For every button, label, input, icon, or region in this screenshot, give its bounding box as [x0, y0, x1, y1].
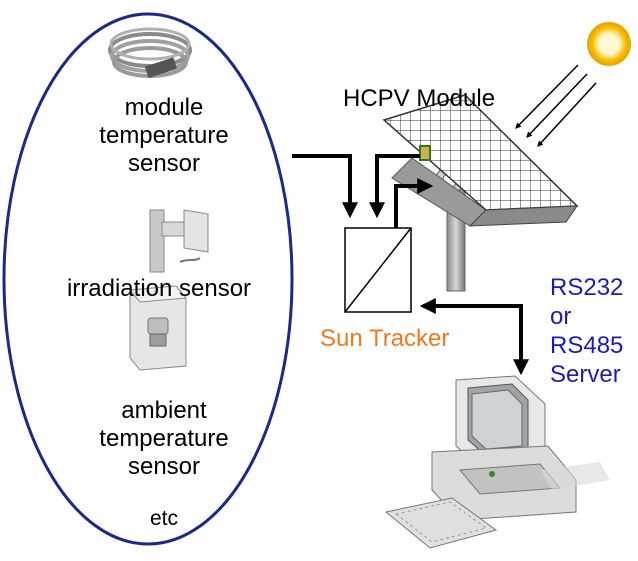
comm-line-server: Server: [550, 361, 621, 388]
etc-label: etc: [149, 507, 179, 530]
sun-icon: [587, 22, 631, 66]
module-temperature-line-1: module: [124, 94, 204, 121]
module-temperature-line-2: temperature: [99, 122, 229, 149]
ambient-temperature-line-3: sensor: [127, 453, 201, 480]
sun-rays: [515, 64, 597, 147]
hcpv-module-label: HCPV Module: [343, 85, 496, 112]
sensors-ellipse: [2, 12, 294, 546]
comm-label: RS232 or RS485 Server: [550, 273, 623, 389]
ambient-temperature-line-2: temperature: [99, 425, 229, 452]
module-temperature-sensor-image: [108, 27, 192, 79]
ambient-temperature-line-1: ambient: [121, 397, 207, 424]
module-temperature-label: module temperature sensor: [99, 94, 228, 178]
sun-tracker-label: Sun Tracker: [320, 325, 450, 352]
comm-line-rs485: RS485: [550, 332, 624, 359]
comm-line-or: or: [550, 303, 572, 330]
ambient-temperature-sensor-image: [129, 285, 187, 371]
hcpv-module-panel: [382, 94, 579, 227]
comm-line-rs232: RS232: [550, 274, 624, 301]
irradiation-sensor-image: [149, 209, 209, 273]
server-computer-image: [384, 375, 610, 549]
irradiation-sensor-label: irradiation sensor: [66, 275, 252, 302]
module-temperature-line-3: sensor: [127, 150, 201, 177]
signal-arrows: [292, 154, 529, 376]
ambient-temperature-label: ambient temperature sensor: [99, 397, 228, 481]
sun-tracker-box: [344, 227, 412, 313]
